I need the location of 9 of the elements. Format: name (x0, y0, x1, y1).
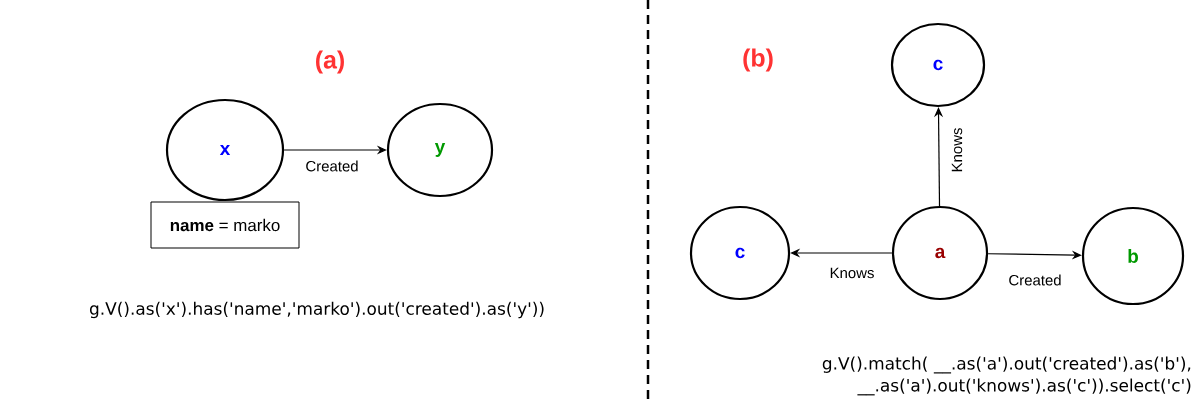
edge-label: Created (304, 159, 360, 173)
edge-label: Created (1007, 273, 1063, 287)
query-text: g.V().as('x').has('name','marko').out('created').as('y')) (89, 301, 544, 319)
query-text: g.V().match( __.as('a').out('created').as('b'), __.as('a').out('knows').as('c')).select('c') (822, 356, 1191, 396)
edge-label: Knows (950, 126, 964, 174)
panel-label: (b) (743, 48, 773, 72)
panel-label: (a) (316, 50, 344, 74)
property-box: name = marko (150, 201, 300, 249)
edge-label: Knows (828, 266, 876, 280)
